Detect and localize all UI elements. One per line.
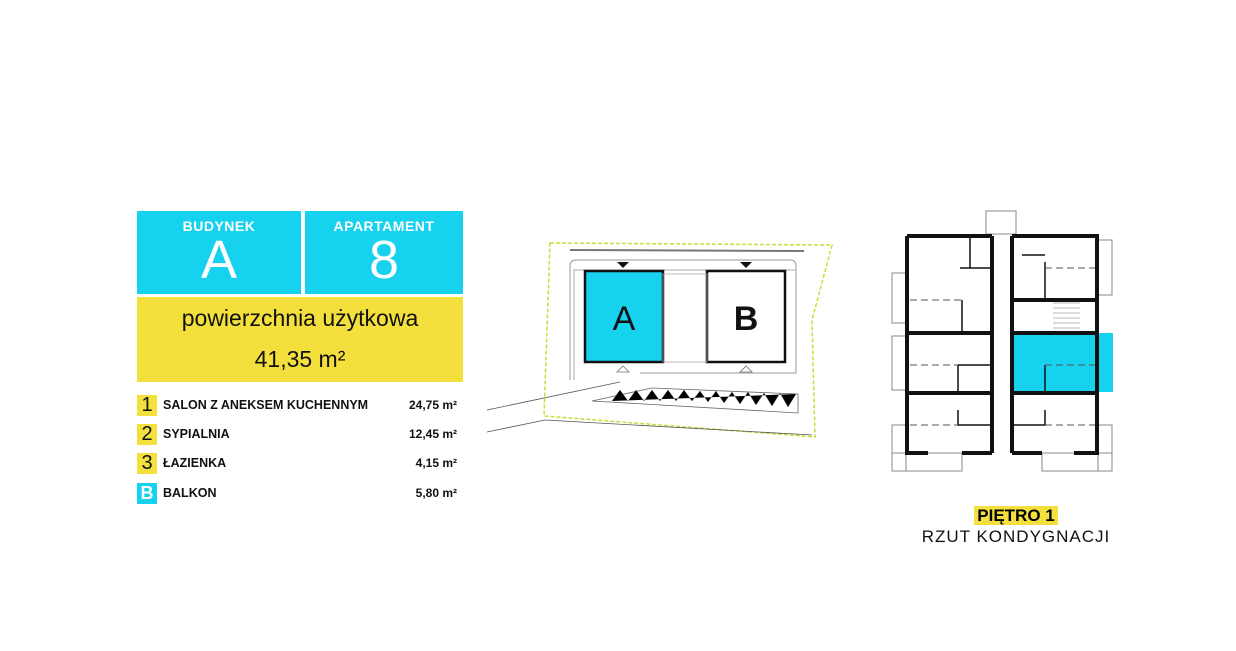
building-label: BUDYNEK — [182, 218, 256, 234]
building-value: A — [200, 230, 238, 290]
room-area: 24,75 m² — [408, 398, 457, 412]
room-name: BALKON — [163, 486, 217, 500]
room-row: 2 SYPIALNIA 12,45 m² — [137, 423, 457, 445]
floor-plan-title: RZUT KONDYGNACJI — [921, 527, 1111, 546]
room-row: 3 ŁAZIENKA 4,15 m² — [137, 452, 457, 474]
usable-area-label: powierzchnia użytkowa — [181, 305, 419, 331]
room-name: SYPIALNIA — [163, 427, 230, 441]
floor-level-label: PIĘTRO 1 — [974, 506, 1058, 525]
apartment-box: APARTAMENT 8 — [305, 211, 463, 294]
room-area: 5,80 m² — [415, 486, 457, 500]
building-b-label: B — [734, 300, 759, 338]
room-area: 4,15 m² — [415, 456, 457, 470]
usable-area-box: powierzchnia użytkowa 41,35 m² — [137, 297, 463, 382]
entrance-marker-icon — [740, 262, 752, 268]
usable-area-value: 41,35 m² — [254, 346, 346, 372]
apartment-value: 8 — [368, 230, 400, 290]
room-row: 1 SALON Z ANEKSEM KUCHENNYM 24,75 m² — [137, 394, 457, 416]
exit-marker-icon — [616, 365, 630, 373]
room-name: SALON Z ANEKSEM KUCHENNYM — [163, 398, 369, 412]
apartment-label: APARTAMENT — [333, 218, 435, 234]
room-name: ŁAZIENKA — [163, 456, 227, 470]
building-a-label: A — [613, 300, 636, 338]
room-number: B — [137, 482, 157, 504]
room-area: 12,45 m² — [408, 427, 457, 441]
room-number: 1 — [137, 394, 157, 416]
room-row: B BALKON 5,80 m² — [137, 482, 457, 504]
exit-marker-icon — [739, 365, 753, 373]
site-boundary — [543, 242, 833, 438]
building-box: BUDYNEK A — [137, 211, 301, 294]
room-number: 2 — [137, 423, 157, 445]
floor-level: PIĘTRO 1 — [880, 506, 1152, 526]
floor-plan — [891, 210, 1113, 472]
room-number: 3 — [137, 452, 157, 474]
entrance-marker-icon — [617, 262, 629, 268]
